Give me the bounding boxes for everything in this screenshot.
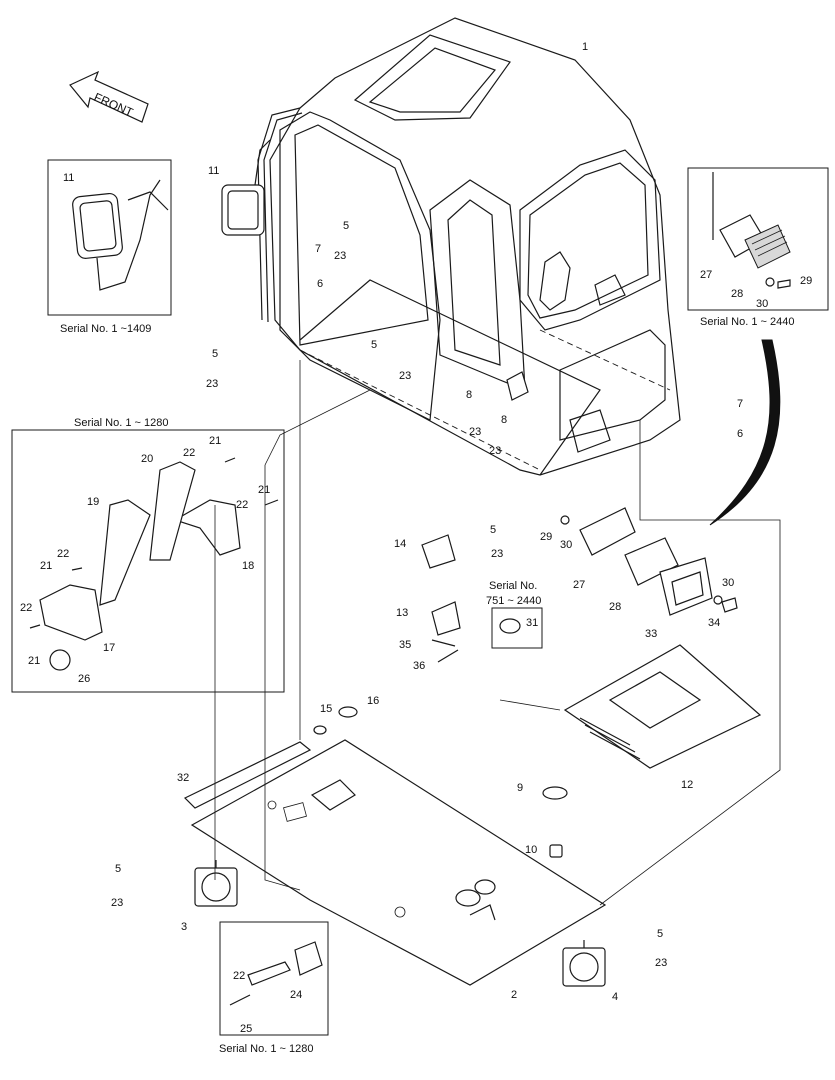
callout-5: 5 [115,863,121,875]
callout-23: 23 [655,957,667,969]
serial-caption-line1: Serial No. [489,580,537,592]
inset-console [11,429,285,693]
grommet [313,725,327,735]
callout-5: 5 [371,339,377,351]
callout-22: 22 [183,447,195,459]
assembly-lines [214,360,781,906]
callout-29: 29 [800,275,812,287]
callout-16: 16 [367,695,379,707]
front-arrow-icon: FRONT [69,70,149,123]
callout-5: 5 [343,220,349,232]
inset-console-caption: Serial No. 1 ~ 1280 [74,417,168,429]
front-label: FRONT [92,90,136,120]
callout-11: 11 [208,165,219,177]
callouts: 1 2 3 4 5 5 5 5 5 5 6 6 7 7 8 8 9 10 11 … [20,41,812,1035]
mirror-icon [221,139,271,236]
cab-frame [257,17,681,476]
callout-23: 23 [334,250,346,262]
vent-parts [560,507,738,616]
callout-1: 1 [582,41,588,53]
callout-23: 23 [469,426,481,438]
callout-21: 21 [28,655,40,667]
callout-11: 11 [63,172,74,184]
callout-27: 27 [573,579,585,591]
callout-25: 25 [240,1023,252,1035]
callout-6: 6 [317,278,323,290]
callout-24: 24 [290,989,302,1001]
mount-left [194,860,238,907]
callout-10: 10 [525,844,537,856]
callout-22: 22 [57,548,69,560]
callout-35: 35 [399,639,411,651]
floor-mat [183,741,312,809]
callout-22: 22 [233,970,245,982]
callout-36: 36 [413,660,425,672]
callout-30: 30 [722,577,734,589]
inset-vent-caption: Serial No. 1 ~ 2440 [700,316,794,328]
callout-7: 7 [737,398,743,410]
callout-14: 14 [394,538,406,550]
callout-28: 28 [609,601,621,613]
callout-32: 32 [177,772,189,784]
callout-15: 15 [320,703,332,715]
grommet [542,786,568,800]
callout-5: 5 [212,348,218,360]
callout-34: 34 [708,617,720,629]
callout-20: 20 [141,453,153,465]
callout-28: 28 [731,288,743,300]
callout-21: 21 [40,560,52,572]
callout-31: 31 [526,617,538,629]
inset-mirror: Serial No. 1 ~1409 [47,159,172,335]
callout-8: 8 [466,389,472,401]
callout-29: 29 [540,531,552,543]
callout-19: 19 [87,496,99,508]
callout-6: 6 [737,428,743,440]
callout-26: 26 [78,673,90,685]
callout-18: 18 [242,560,254,572]
callout-27: 27 [700,269,712,281]
callout-33: 33 [645,628,657,640]
callout-23: 23 [399,370,411,382]
callout-23: 23 [489,445,501,457]
plug [549,844,563,858]
callout-3: 3 [181,921,187,933]
serial-caption-line2: 751 ~ 2440 [486,595,541,607]
callout-22: 22 [20,602,32,614]
inset-bracket [219,921,329,1036]
inset-mirror-caption: Serial No. 1 ~1409 [60,323,151,335]
callout-5: 5 [657,928,663,940]
callout-4: 4 [612,991,618,1003]
controller-unit [563,644,762,769]
callout-23: 23 [206,378,218,390]
pedal-parts [421,534,543,663]
callout-23: 23 [111,897,123,909]
grommet [338,706,358,718]
callout-22: 22 [236,499,248,511]
callout-13: 13 [396,607,408,619]
callout-21: 21 [209,435,221,447]
inset-bracket-caption: Serial No. 1 ~ 1280 [219,1043,313,1055]
callout-30: 30 [756,298,768,310]
callout-30: 30 [560,539,572,551]
callout-23: 23 [491,548,503,560]
callout-8: 8 [501,414,507,426]
inset-vent: Serial No. 1 ~ 2440 [687,167,829,328]
mount-right [562,940,606,987]
callout-17: 17 [103,642,115,654]
callout-12: 12 [681,779,693,791]
callout-21: 21 [258,484,270,496]
link-arrow-icon [709,339,781,526]
callout-2: 2 [511,989,517,1001]
callout-5: 5 [490,524,496,536]
callout-9: 9 [517,782,523,794]
callout-7: 7 [315,243,321,255]
